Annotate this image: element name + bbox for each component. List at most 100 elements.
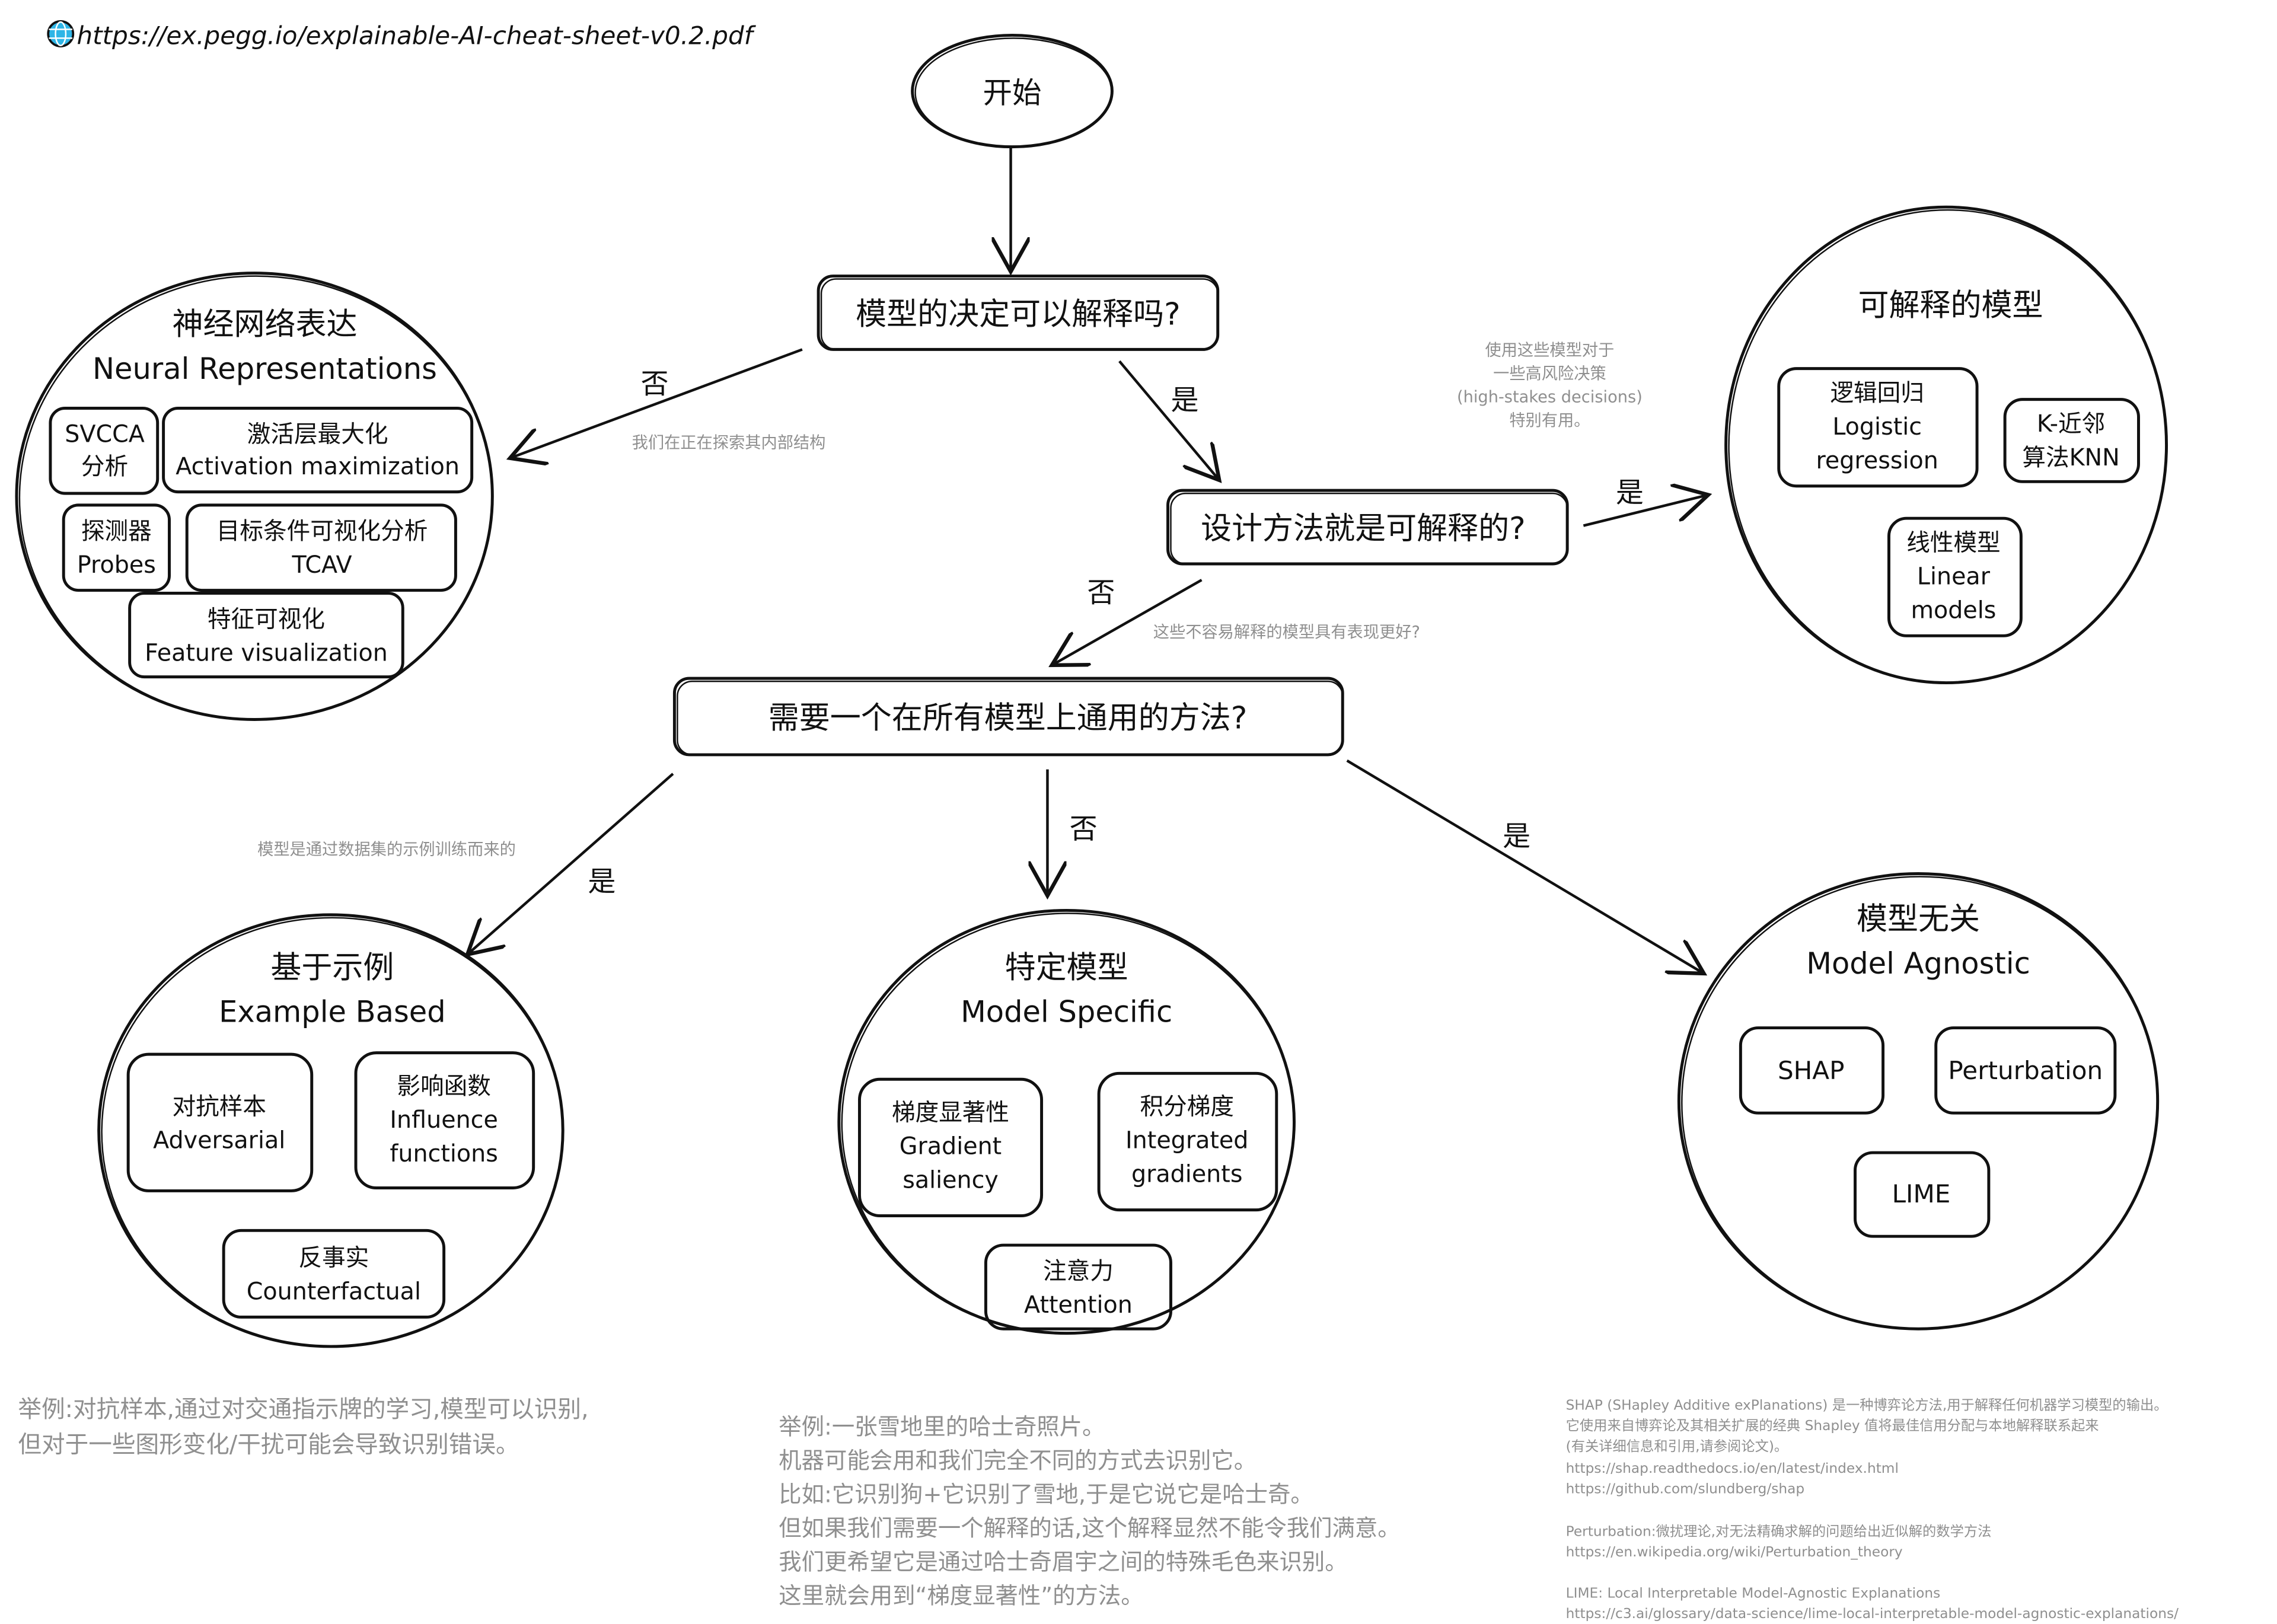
interpretable-items-2-lines-0-text: 线性模型: [1906, 529, 2000, 557]
model-specific-items-1-en-text: Integrated: [1125, 1127, 1248, 1154]
notes-right-shap-0-text: SHAP (SHapley Additive exPlanations) 是一种…: [1566, 1397, 2168, 1413]
interpretable-title: 可解释的模型: [1858, 288, 2043, 323]
method-attention[interactable]: 注意力 Attention: [984, 1243, 1172, 1331]
model-specific-items-2-en-text: Attention: [1024, 1291, 1133, 1319]
annotations-high-stakes-2-text: (high-stakes decisions): [1457, 388, 1643, 407]
q3-label: 需要一个在所有模型上通用的方法?: [768, 700, 1248, 736]
neural-items-4-zh-text: 特征可视化: [208, 605, 325, 633]
model-specific-items-0-en-text: Gradient: [900, 1133, 1002, 1160]
notes-middle-2-text: 比如:它识别狗+它识别了雪地,于是它说它是哈士奇。: [779, 1481, 1313, 1508]
method-linear-models[interactable]: 线性模型 Linear models: [1887, 516, 2023, 637]
edge-q3-agnostic: [1346, 759, 1704, 974]
model-specific-items-1-zh-text: 积分梯度: [1140, 1093, 1233, 1121]
example-based-items-1-zh-text: 影响函数: [397, 1073, 490, 1100]
notes-middle-3-text: 但如果我们需要一个解释的话,这个解释显然不能令我们满意。: [779, 1515, 1400, 1542]
edge-label-q1-no: 否: [640, 368, 668, 401]
method-influence-functions[interactable]: 影响函数 Influence functions: [354, 1051, 535, 1189]
interpretable-items-2-lines-2-text: models: [1911, 597, 1996, 624]
neural-items-1-zh-text: 激活层最大化: [247, 420, 388, 448]
globe-icon: [47, 20, 75, 47]
example-title-en: Example Based: [219, 995, 446, 1029]
cluster-model-specific: 特定模型 Model Specific 梯度显著性 Gradient salie…: [837, 908, 1296, 1335]
link-lime-c3[interactable]: https://c3.ai/glossary/data-science/lime…: [1566, 1606, 2179, 1622]
method-tcav[interactable]: 目标条件可视化分析 TCAV: [185, 503, 457, 592]
notes-middle-0-text: 举例:一张雪地里的哈士奇照片。: [779, 1414, 1105, 1441]
cluster-neural-representations: 神经网络表达 Neural Representations SVCCA 分析 激…: [15, 272, 494, 721]
method-integrated-gradients[interactable]: 积分梯度 Integrated gradients: [1097, 1071, 1278, 1212]
note-model-agnostic: SHAP (SHapley Additive exPlanations) 是一种…: [1566, 1397, 2179, 1622]
q1-label: 模型的决定可以解释吗?: [856, 296, 1181, 332]
interpretable-items-0-lines-2-text: regression: [1816, 447, 1938, 474]
neural-items-2-en-text: Probes: [77, 551, 156, 579]
start-node: 开始: [911, 33, 1114, 149]
method-svcca[interactable]: SVCCA 分析: [49, 406, 160, 495]
notes-right-shap-2-text: (有关详细信息和引用,请参阅论文)。: [1566, 1438, 1788, 1454]
example-based-items-0-en-text: Adversarial: [153, 1127, 285, 1154]
method-adversarial[interactable]: 对抗样本 Adversarial: [126, 1052, 314, 1192]
method-knn[interactable]: K-近邻 算法KNN: [2003, 398, 2140, 483]
start-label: 开始: [983, 75, 1041, 110]
annotations-high-stakes-3-text: 特别有用。: [1509, 411, 1590, 430]
note-model-specific: 举例:一张雪地里的哈士奇照片。 机器可能会用和我们完全不同的方式去识别它。 比如…: [779, 1414, 1400, 1610]
method-logistic-regression[interactable]: 逻辑回归 Logistic regression: [1777, 367, 1979, 488]
q2-label: 设计方法就是可解释的?: [1201, 511, 1526, 547]
example-based-items-1-en-text: Influence: [390, 1106, 498, 1134]
neural-items-1-en-text: Activation maximization: [176, 453, 460, 480]
question-by-design: 设计方法就是可解释的?: [1166, 489, 1569, 566]
annotation-internal: 我们在正在探索其内部结构: [632, 433, 826, 452]
method-probes[interactable]: 探测器 Probes: [62, 503, 171, 592]
notes-left-0-text: 举例:对抗样本,通过对交通指示牌的学习,模型可以识别,: [18, 1396, 588, 1423]
method-gradient-saliency[interactable]: 梯度显著性 Gradient saliency: [857, 1077, 1044, 1218]
method-activation-maximization[interactable]: 激活层最大化 Activation maximization: [162, 406, 474, 494]
cluster-interpretable-models: 可解释的模型 逻辑回归 Logistic regression K-近邻 算法K…: [1724, 205, 2168, 685]
link-shap-docs[interactable]: https://shap.readthedocs.io/en/latest/in…: [1566, 1460, 1899, 1476]
example-based-items-2-zh-text: 反事实: [298, 1245, 369, 1272]
notes-right-lime-0-text: LIME: Local Interpretable Model-Agnostic…: [1566, 1585, 1941, 1601]
interpretable-items-0-lines-1-text: Logistic: [1832, 413, 1922, 441]
model-specific-items-2-zh-text: 注意力: [1043, 1258, 1114, 1285]
url-text[interactable]: https://ex.pegg.io/explainable-AI-cheat-…: [76, 21, 756, 50]
example-title-zh: 基于示例: [270, 950, 394, 985]
question-model-agnostic: 需要一个在所有模型上通用的方法?: [672, 677, 1344, 757]
edge-label-q2-yes: 是: [1616, 477, 1644, 509]
edge-label-q1-yes: 是: [1171, 384, 1198, 417]
notes-middle-4-text: 我们更希望它是通过哈士奇眉宇之间的特殊毛色来识别。: [779, 1549, 1347, 1575]
method-perturbation[interactable]: Perturbation: [1934, 1026, 2117, 1115]
edge-label-q2-no: 否: [1087, 576, 1115, 609]
example-based-items-0-zh-text: 对抗样本: [172, 1093, 266, 1121]
method-feature-visualization[interactable]: 特征可视化 Feature visualization: [128, 592, 404, 679]
cluster-example-based: 基于示例 Example Based 对抗样本 Adversarial 影响函数…: [97, 913, 565, 1348]
link-perturbation-wiki[interactable]: https://en.wikipedia.org/wiki/Perturbati…: [1566, 1544, 1903, 1560]
edge-label-q3-yes-right: 是: [1503, 820, 1530, 853]
interpretable-items-0-lines-0-text: 逻辑回归: [1830, 379, 1924, 407]
header-url[interactable]: https://ex.pegg.io/explainable-AI-cheat-…: [47, 20, 757, 50]
model-specific-items-1-en2-text: gradients: [1131, 1161, 1243, 1188]
neural-items-4-en-text: Feature visualization: [145, 639, 388, 666]
annotation-high-stakes: 使用这些模型对于 一些高风险决策 (high-stakes decisions)…: [1457, 341, 1643, 430]
method-counterfactual[interactable]: 反事实 Counterfactual: [222, 1229, 446, 1319]
neural-title-zh: 神经网络表达: [172, 307, 357, 343]
notes-right-perturbation-0-text: Perturbation:微扰理论,对无法精确求解的问题给出近似解的数学方法: [1566, 1523, 1992, 1539]
model-specific-items-0-zh-text: 梯度显著性: [892, 1099, 1009, 1127]
method-shap[interactable]: SHAP: [1739, 1026, 1885, 1115]
edge-label-q3-yes-left: 是: [588, 866, 616, 898]
annotation-performance: 这些不容易解释的模型具有表现更好?: [1153, 623, 1420, 642]
interpretable-items-1-lines-0-text: K-近邻: [2037, 410, 2105, 438]
note-example-based: 举例:对抗样本,通过对交通指示牌的学习,模型可以识别, 但对于一些图形变化/干扰…: [18, 1396, 588, 1458]
neural-items-0-en-text: 分析: [81, 453, 128, 480]
annotations-high-stakes-1-text: 一些高风险决策: [1493, 365, 1606, 383]
model-agnostic-items-1-text: Perturbation: [1948, 1056, 2103, 1085]
edge-q2-interpretable: [1583, 495, 1708, 527]
interpretable-items-1-lines-1-text: 算法KNN: [2022, 444, 2119, 471]
neural-items-0-zh-text: SVCCA: [65, 420, 145, 448]
neural-items-3-en-text: TCAV: [291, 551, 352, 579]
link-shap-github[interactable]: https://github.com/slundberg/shap: [1566, 1481, 1805, 1497]
edge-label-q3-no: 否: [1070, 813, 1098, 845]
model-agnostic-items-0-text: SHAP: [1778, 1056, 1845, 1085]
notes-middle-1-text: 机器可能会用和我们完全不同的方式去识别它。: [779, 1447, 1257, 1474]
method-lime[interactable]: LIME: [1854, 1151, 1991, 1238]
neural-items-2-zh-text: 探测器: [81, 518, 152, 545]
edge-q1-neural: [510, 348, 803, 458]
agnostic-title-zh: 模型无关: [1857, 902, 1980, 937]
